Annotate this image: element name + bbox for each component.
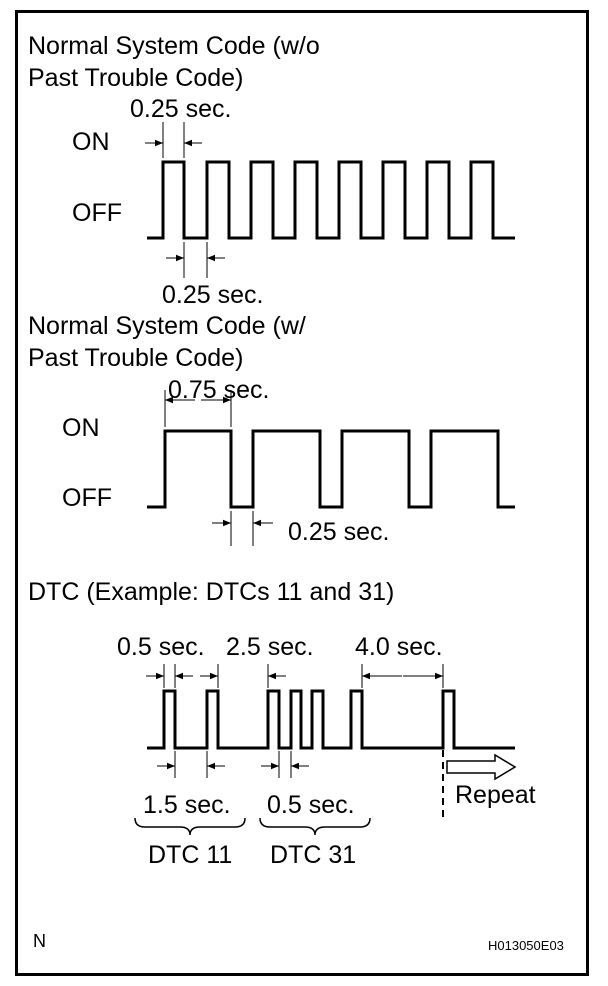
dimension-top-0-25 <box>145 122 202 158</box>
dtc-duration-0-5-low: 0.5 sec. <box>267 791 355 819</box>
repeat-arrow-icon <box>446 753 517 781</box>
dtc-duration-4-0: 4.0 sec. <box>355 633 443 661</box>
brace-dtc-31 <box>259 817 371 836</box>
section2-top-duration: 0.75 sec. <box>168 376 270 404</box>
dtc-31-label: DTC 31 <box>270 841 357 869</box>
section2-title-line2: Past Trouble Code) <box>28 344 244 372</box>
section1-title-line1: Normal System Code (w/o <box>28 32 320 60</box>
section1-off-label: OFF <box>72 199 122 227</box>
section3-title: DTC (Example: DTCs 11 and 31) <box>28 578 395 606</box>
corner-mark: N <box>33 931 46 951</box>
dimension-bottom-0-25 <box>166 242 225 278</box>
dimension-dtc-1-5 <box>157 751 225 778</box>
section1-bottom-duration: 0.25 sec. <box>162 281 264 309</box>
brace-dtc-11 <box>134 817 246 836</box>
dtc-duration-1-5: 1.5 sec. <box>143 791 231 819</box>
section2-bottom-duration: 0.25 sec. <box>288 518 390 546</box>
dimension-dtc-4-0 <box>361 664 444 688</box>
waveform-normal-with-past <box>147 429 515 509</box>
section2-off-label: OFF <box>62 484 112 512</box>
section1-top-duration: 0.25 sec. <box>130 95 232 123</box>
dimension-dtc-0-5-low <box>261 751 309 778</box>
repeat-label: Repeat <box>455 781 536 809</box>
dimension-off-0-25 <box>212 511 273 546</box>
dimension-dtc-2-5 <box>200 664 286 688</box>
section1-on-label: ON <box>72 128 110 156</box>
dimension-dtc-0-5 <box>146 664 193 688</box>
dimension-0-75 <box>164 390 232 427</box>
section2-title-line1: Normal System Code (w/ <box>28 312 306 340</box>
waveform-normal-no-past <box>147 160 515 240</box>
section1-title-line2: Past Trouble Code) <box>28 64 244 92</box>
dtc-duration-0-5: 0.5 sec. <box>117 633 205 661</box>
figure-code: H013050E03 <box>488 938 564 953</box>
diagram-frame <box>15 10 589 976</box>
dtc-11-label: DTC 11 <box>148 841 233 869</box>
section2-on-label: ON <box>62 414 100 442</box>
waveform-dtc-example <box>147 689 515 750</box>
dtc-duration-2-5: 2.5 sec. <box>226 633 314 661</box>
